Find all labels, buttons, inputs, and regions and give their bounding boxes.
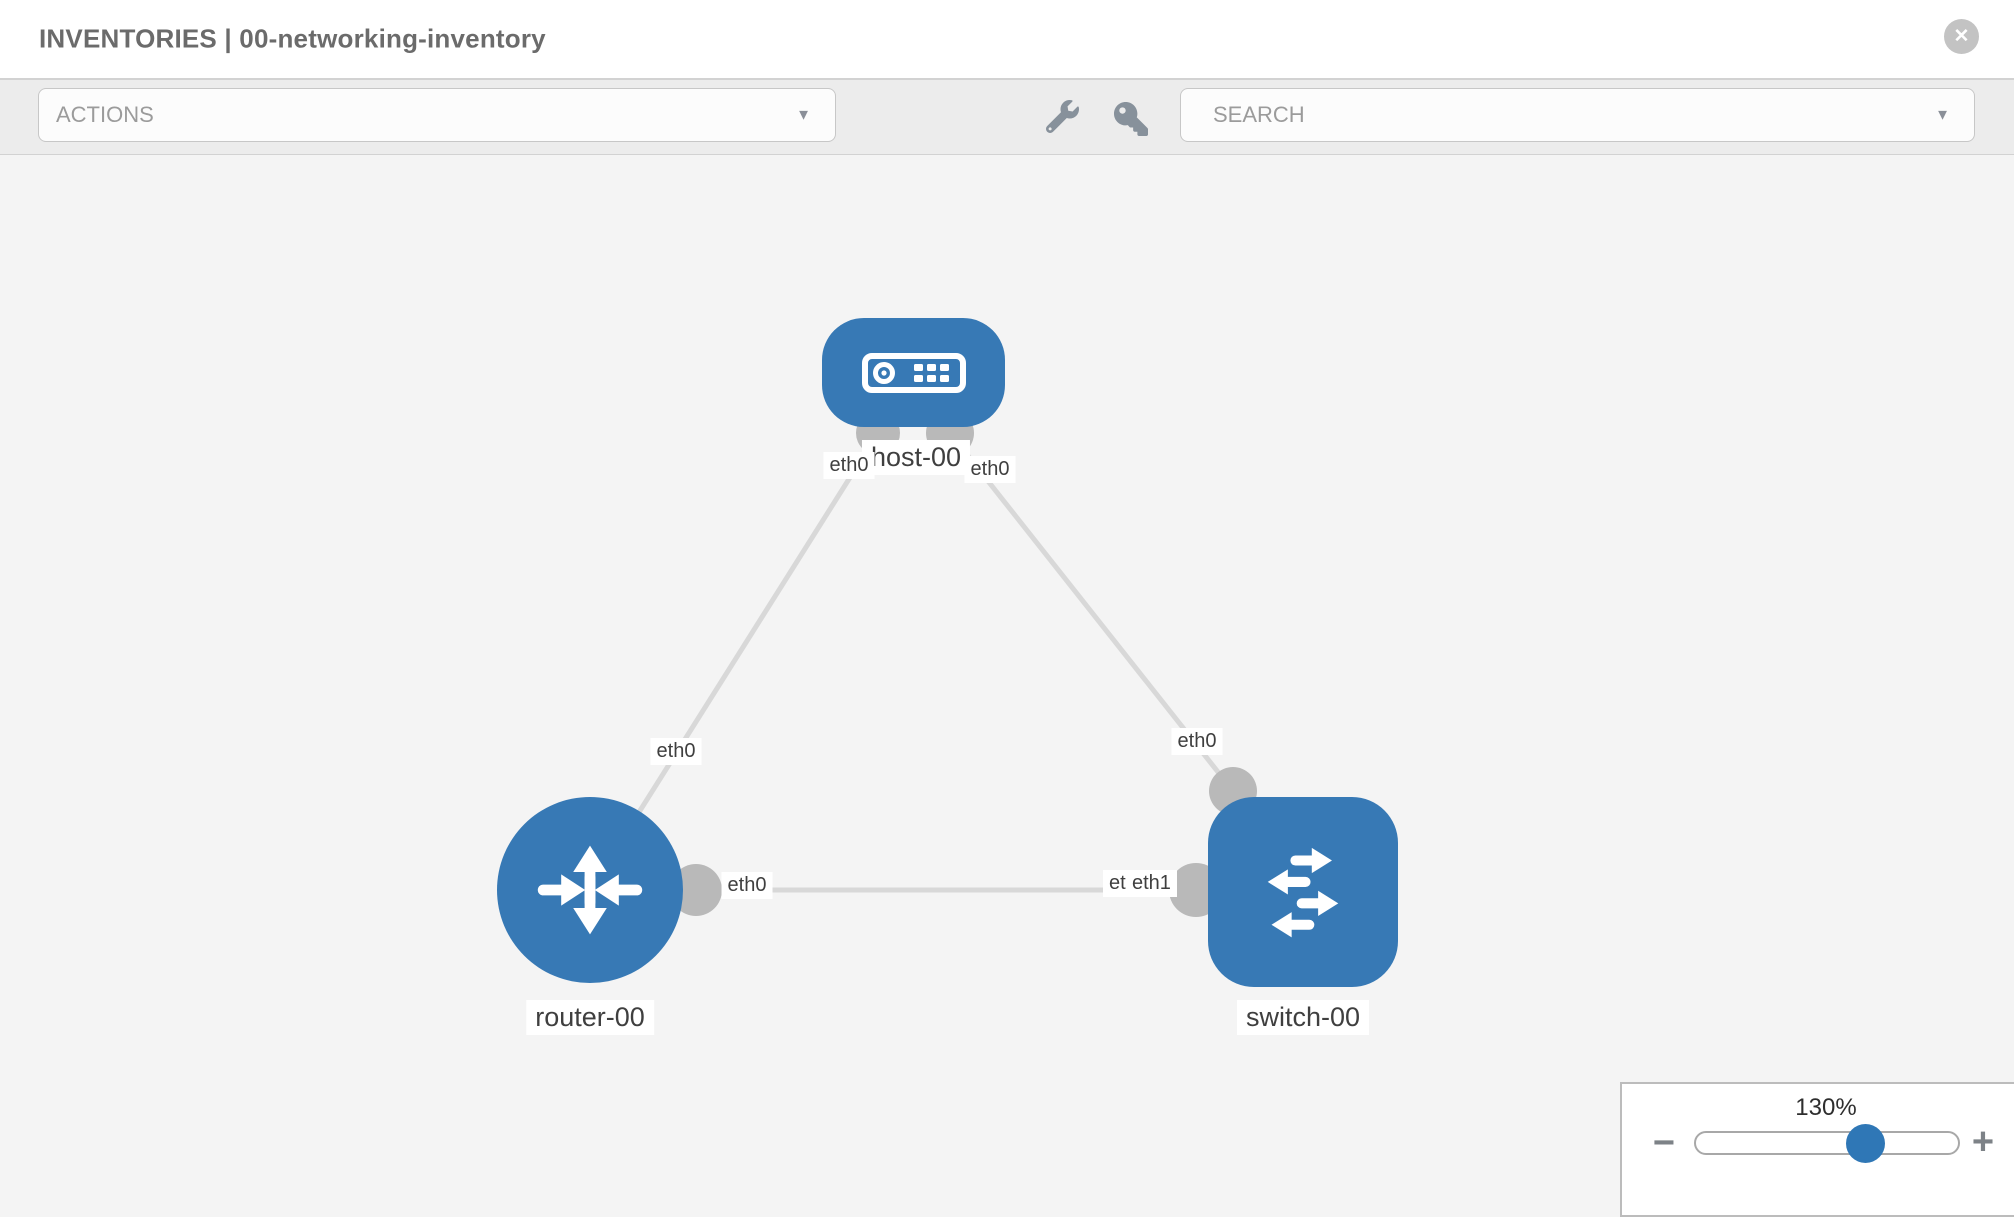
node-label-router-00: router-00 — [526, 1000, 654, 1035]
node-switch-00[interactable] — [1208, 797, 1398, 987]
zoom-level-value: 130% — [1795, 1094, 1857, 1121]
interface-label-host-eth0-left: eth0 — [823, 452, 875, 479]
interface-label-host-eth0-right: eth0 — [964, 456, 1016, 483]
interface-connector-router-right — [670, 864, 722, 916]
topology-canvas[interactable]: host-00 router-00 switch-00 eth0 eth0 et… — [0, 155, 2014, 1217]
minus-icon: − — [1652, 1122, 1676, 1164]
close-icon: ✕ — [1953, 26, 1970, 47]
chevron-down-icon: ▼ — [796, 106, 811, 124]
key-icon — [1114, 102, 1148, 136]
interface-label-router-eth0: eth0 — [721, 872, 773, 899]
close-button[interactable]: ✕ — [1944, 19, 1979, 54]
plus-icon: + — [1971, 1121, 1995, 1163]
search-dropdown-label: SEARCH — [1213, 102, 1305, 127]
page-title: INVENTORIES | 00-networking-inventory — [39, 23, 546, 54]
host-icon — [861, 352, 966, 393]
actions-dropdown[interactable]: ACTIONS ▼ — [38, 88, 836, 142]
interface-label-host-router-eth0: eth0 — [650, 738, 702, 765]
topology-links-layer — [587, 409, 1257, 917]
wrench-icon — [1045, 100, 1079, 134]
zoom-slider-thumb[interactable] — [1846, 1124, 1885, 1163]
node-router-00[interactable] — [497, 797, 683, 983]
node-label-switch-00: switch-00 — [1236, 1000, 1370, 1035]
wrench-button[interactable] — [1045, 100, 1079, 134]
key-button[interactable] — [1114, 102, 1148, 136]
interface-label-host-switch-eth0: eth0 — [1171, 728, 1223, 755]
interface-label-switch-eth1: eth1 — [1126, 870, 1177, 897]
zoom-slider-track[interactable] — [1694, 1131, 1960, 1155]
switch-icon — [1267, 847, 1339, 938]
zoom-in-button[interactable]: + — [1963, 1120, 2003, 1164]
node-host-00[interactable] — [822, 318, 1005, 427]
header: INVENTORIES | 00-networking-inventory ✕ — [0, 0, 2014, 80]
search-dropdown[interactable]: SEARCH ▼ — [1180, 88, 1975, 142]
router-icon — [537, 845, 643, 935]
zoom-control-panel: 130% − + — [1620, 1082, 2014, 1217]
chevron-down-icon: ▼ — [1935, 106, 1950, 124]
toolbar: ACTIONS ▼ SEARCH ▼ — [0, 80, 2014, 155]
zoom-out-button[interactable]: − — [1644, 1121, 1684, 1165]
actions-dropdown-label: ACTIONS — [56, 102, 154, 127]
node-label-host-00: host-00 — [861, 440, 971, 475]
